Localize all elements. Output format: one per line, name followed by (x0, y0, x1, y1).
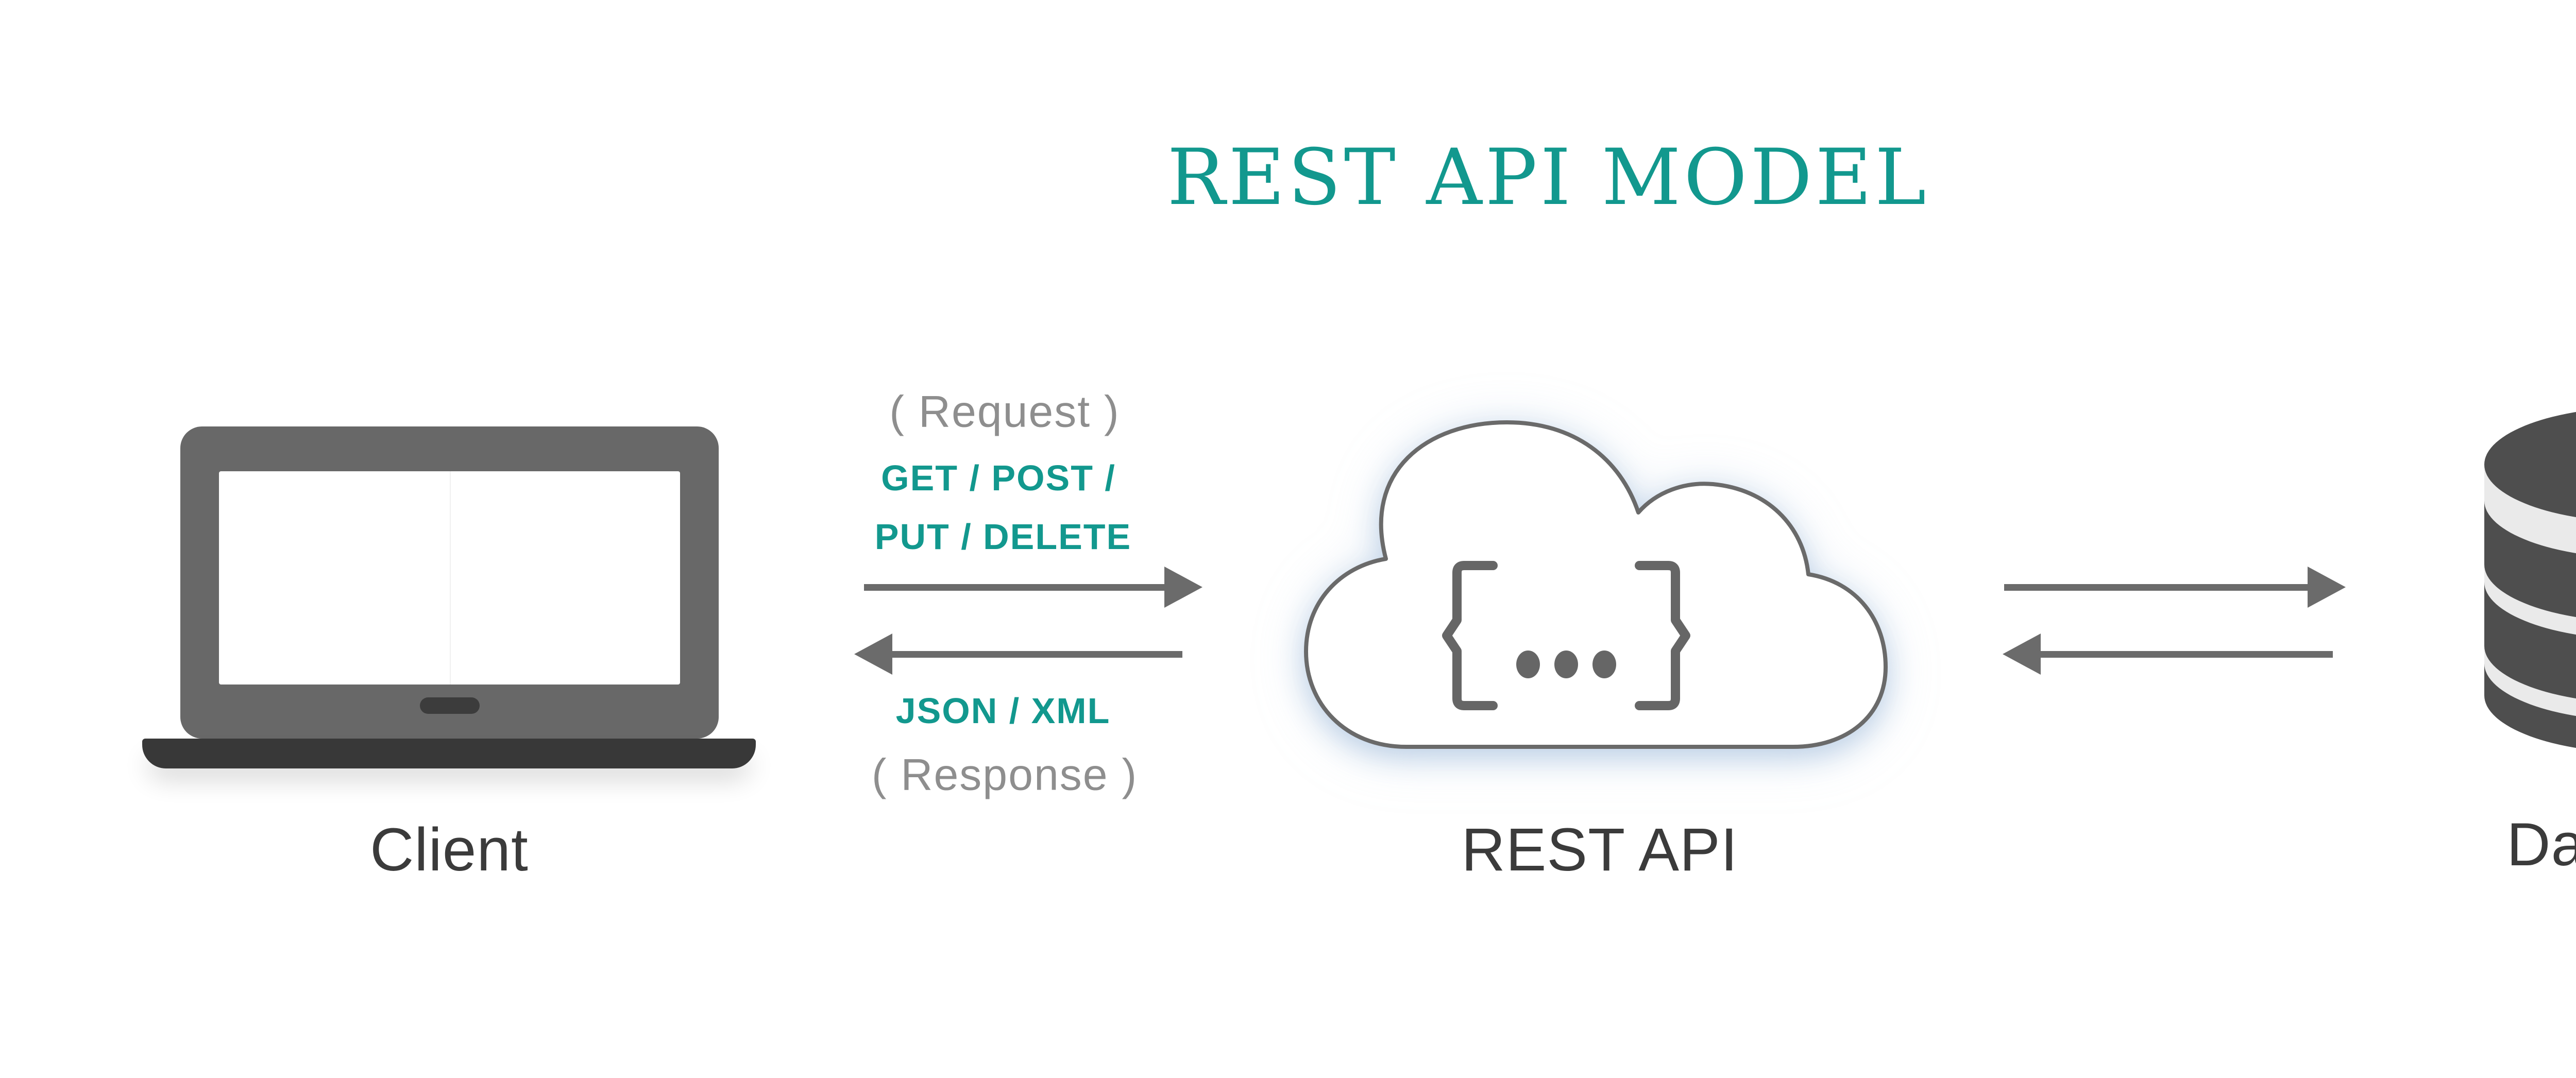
database-label: Database (2506, 811, 2576, 879)
database-icon (2484, 412, 2576, 748)
response-annotation: ( Response ) (871, 750, 1138, 800)
arrow-right-icon (2004, 567, 2346, 608)
laptop-screen (219, 471, 680, 685)
code-braces-icon (1442, 561, 1690, 710)
arrow-shaft (2004, 584, 2308, 591)
laptop-notch (419, 697, 480, 714)
arrow-left-icon (2003, 634, 2333, 675)
request-methods-line2: PUT / DELETE (874, 517, 1132, 557)
request-methods-line1: GET / POST / (881, 458, 1116, 498)
arrow-shaft (892, 651, 1182, 658)
arrow-head (1164, 567, 1202, 608)
arrow-shaft (2041, 651, 2333, 658)
client-label: Client (370, 816, 529, 884)
arrow-shaft (864, 584, 1164, 591)
page-title: REST API MODEL (1167, 133, 1929, 223)
arrow-left-icon (854, 634, 1182, 675)
request-annotation: ( Request ) (889, 387, 1120, 437)
laptop-icon (180, 426, 719, 739)
arrow-right-icon (864, 567, 1202, 608)
arrow-head (2003, 634, 2041, 675)
rest-api-label: REST API (1461, 816, 1738, 884)
response-formats: JSON / XML (895, 691, 1111, 731)
cloud-icon (1304, 420, 1888, 749)
arrow-head (854, 634, 892, 675)
arrow-head (2308, 567, 2346, 608)
laptop-base (142, 739, 756, 768)
